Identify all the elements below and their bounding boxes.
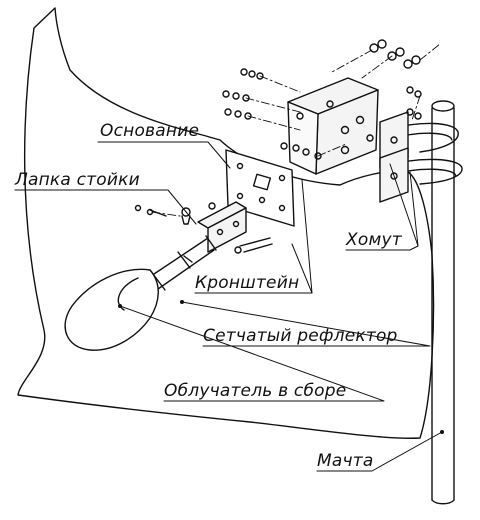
leader-dots [118,300,444,434]
mesh-reflector [17,7,435,439]
label-support-leg: Лапка стойки [15,170,140,190]
leader-lines [14,141,443,472]
bracket [287,77,379,175]
feed-assembly [64,235,217,351]
label-mesh-reflector: Сетчатый рефлектор [203,326,398,346]
label-feed-assembly: Облучатель в сборе [164,381,347,401]
label-bracket: Кронштейн [195,273,300,293]
clamp-u-bolts [379,111,463,203]
label-clamp: Хомут [346,230,402,250]
assembly-axes [151,43,441,217]
label-base: Основание [100,121,200,141]
label-mast: Мачта [317,451,374,471]
feed-support-leg [197,201,247,253]
nuts-and-washers [222,39,422,160]
